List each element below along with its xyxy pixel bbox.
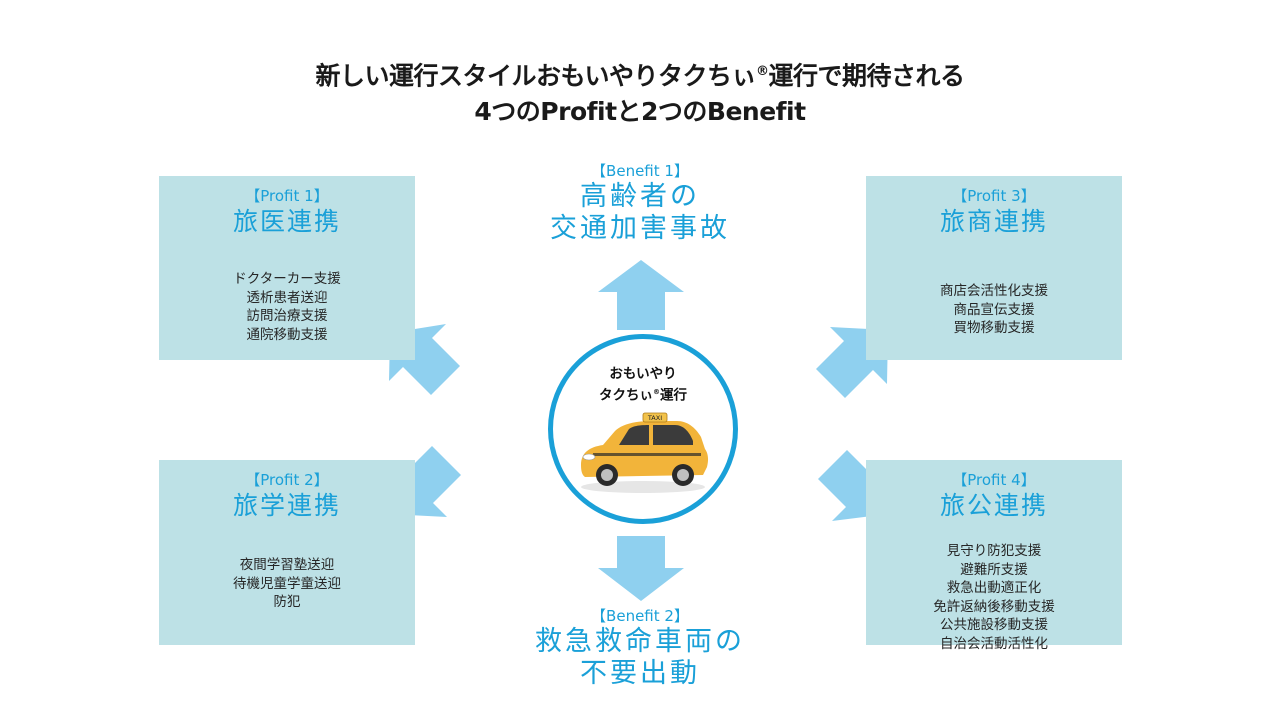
profit-4-tag: 【Profit 4】 <box>952 471 1036 489</box>
page-title: 新しい運行スタイルおもいやりタクちぃ®運行で期待される 4つのProfitと2つ… <box>0 54 1280 130</box>
profit-3-list: 商店会活性化支援 商品宣伝支援 買物移動支援 <box>866 282 1122 338</box>
list-item: 商店会活性化支援 <box>940 283 1048 299</box>
arrow-up-benefit-1 <box>598 260 684 330</box>
list-item: ドクターカー支援 <box>233 271 341 287</box>
profit-1-heading: 旅医連携 <box>232 207 341 236</box>
list-item: 買物移動支援 <box>953 320 1035 336</box>
profit-1-list: ドクターカー支援 透析患者送迎 訪問治療支援 通院移動支援 <box>159 270 415 344</box>
benefit-1: 【Benefit 1】 高齢者の 交通加害事故 <box>490 161 790 245</box>
title-line-2: 4つのProfitと2つのBenefit <box>474 97 806 127</box>
list-item: 通院移動支援 <box>246 326 328 343</box>
center-label: おもいやり タクちぃ®運行 <box>553 365 733 405</box>
center-circle: おもいやり タクちぃ®運行 TAXI <box>548 334 738 524</box>
center-label-line-2: タクちぃ®運行 <box>599 387 687 404</box>
profit-1-box: 【Profit 1】 旅医連携 ドクターカー支援 透析患者送迎 訪問治療支援 通… <box>159 176 415 360</box>
profit-4-box: 【Profit 4】 旅公連携 見守り防犯支援 避難所支援 救急出動適正化 免許… <box>866 460 1122 652</box>
list-item: 商品宣伝支援 <box>953 301 1035 318</box>
profit-3-heading: 旅商連携 <box>939 207 1048 236</box>
list-item: 透析患者送迎 <box>246 289 328 306</box>
benefit-2-tag: 【Benefit 2】 <box>591 607 689 625</box>
profit-1-tag: 【Profit 1】 <box>245 187 329 205</box>
benefit-1-heading-line-2: 交通加害事故 <box>550 213 730 244</box>
list-item: 夜間学習塾送迎 <box>239 557 335 573</box>
list-item: 免許返納後移動支援 <box>933 598 1055 615</box>
profit-4-list: 見守り防犯支援 避難所支援 救急出動適正化 免許返納後移動支援 公共施設移動支援… <box>866 542 1122 653</box>
list-item: 待機児童学童送迎 <box>233 575 341 592</box>
list-item: 救急出動適正化 <box>946 580 1042 596</box>
title-line-1: 新しい運行スタイルおもいやりタクちぃ®運行で期待される <box>315 61 965 91</box>
list-item: 防犯 <box>273 594 301 610</box>
list-item: 避難所支援 <box>960 561 1028 578</box>
benefit-2: 【Benefit 2】 救急救命車両の 不要出動 <box>490 606 790 690</box>
list-item: 訪問治療支援 <box>246 308 328 324</box>
benefit-2-heading-line-2: 不要出動 <box>580 658 700 689</box>
profit-4-heading: 旅公連携 <box>939 491 1048 520</box>
profit-2-heading: 旅学連携 <box>232 491 341 520</box>
list-item: 公共施設移動支援 <box>940 617 1048 633</box>
profit-2-tag: 【Profit 2】 <box>245 471 329 489</box>
profit-3-box: 【Profit 3】 旅商連携 商店会活性化支援 商品宣伝支援 買物移動支援 <box>866 176 1122 360</box>
taxi-sign-text: TAXI <box>647 414 662 422</box>
list-item: 見守り防犯支援 <box>946 543 1042 559</box>
center-label-line-1: おもいやり <box>609 366 677 382</box>
profit-3-tag: 【Profit 3】 <box>952 187 1036 205</box>
benefit-2-heading-line-1: 救急救命車両の <box>535 626 745 657</box>
benefit-1-tag: 【Benefit 1】 <box>591 162 689 180</box>
list-item: 自治会活動活性化 <box>940 635 1048 652</box>
taxi-car-icon: TAXI <box>581 412 709 493</box>
profit-2-list: 夜間学習塾送迎 待機児童学童送迎 防犯 <box>159 556 415 612</box>
arrow-down-benefit-2 <box>598 536 684 601</box>
profit-2-box: 【Profit 2】 旅学連携 夜間学習塾送迎 待機児童学童送迎 防犯 <box>159 460 415 645</box>
benefit-1-heading-line-1: 高齢者の <box>580 181 700 212</box>
